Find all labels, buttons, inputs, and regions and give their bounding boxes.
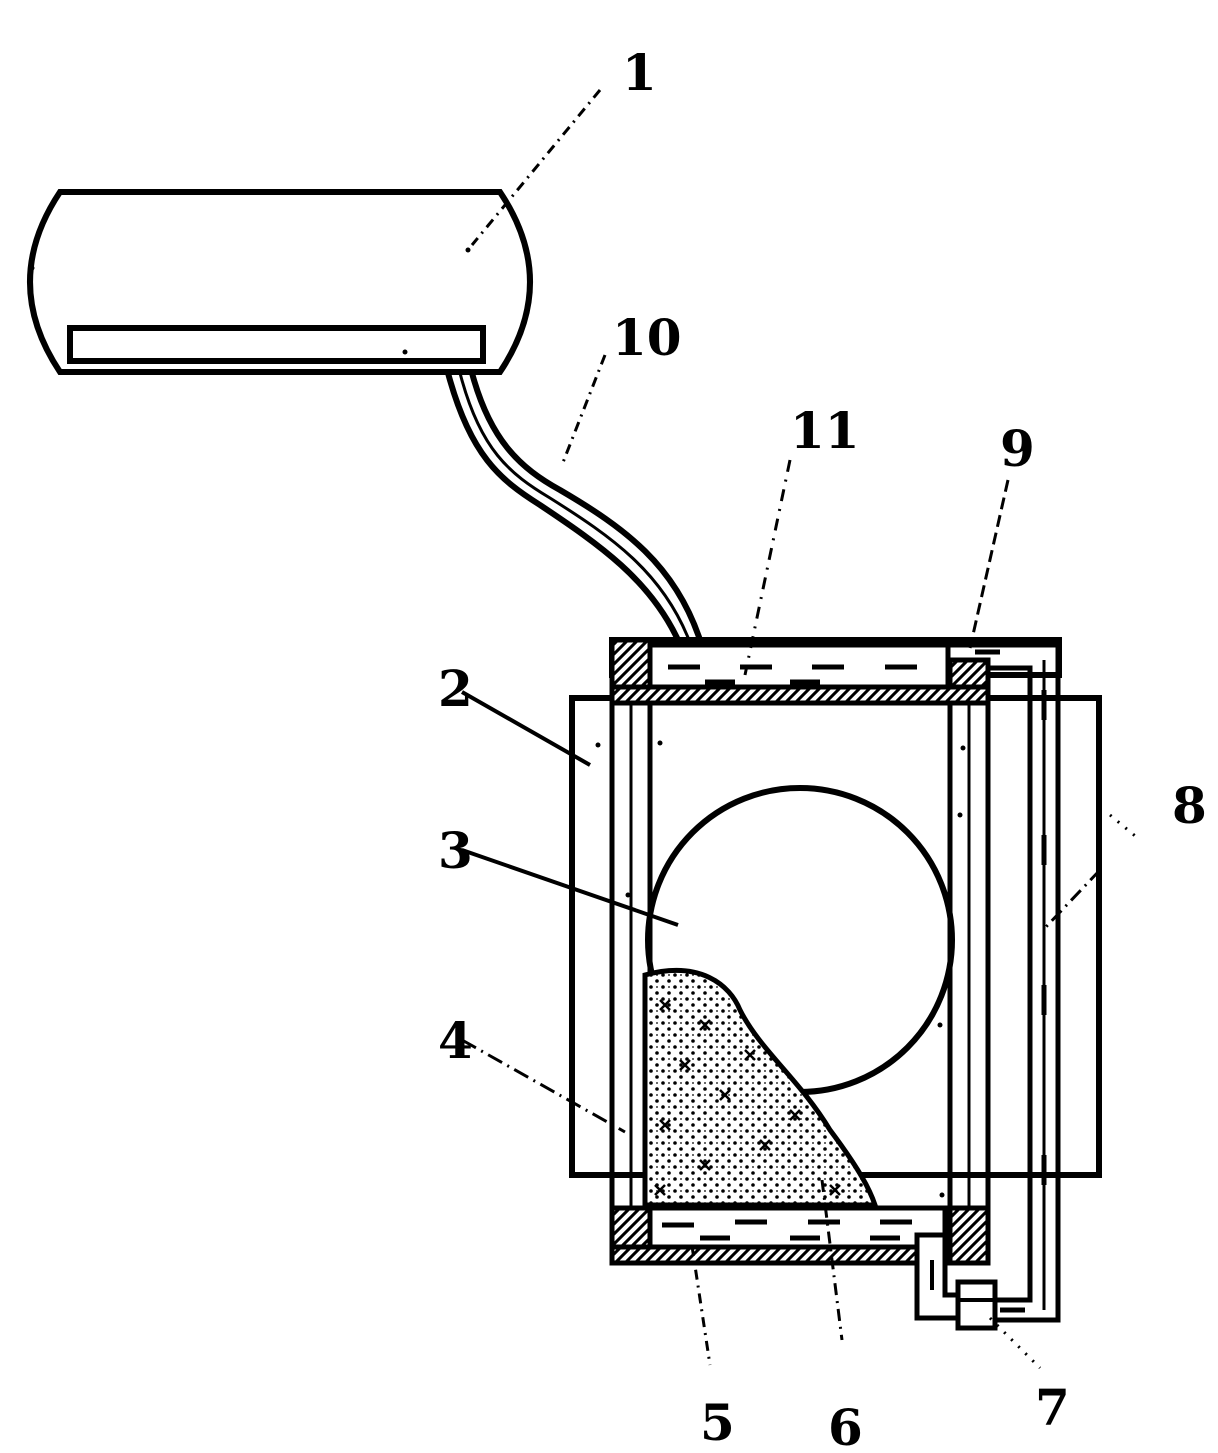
- air-conditioner-unit: [27, 189, 533, 375]
- label-3: 3: [438, 821, 473, 880]
- label-11: 11: [790, 401, 860, 460]
- label-9: 9: [1000, 419, 1035, 478]
- upper-partition: [609, 684, 991, 706]
- pipe-flow-dashes: [975, 649, 1047, 1313]
- main-body: [595, 637, 1062, 1266]
- label-5: 5: [700, 1393, 735, 1452]
- air-vent-slot: [67, 325, 486, 364]
- return-pipe: [950, 642, 1061, 1323]
- drain-hose: [445, 372, 703, 643]
- label-1: 1: [622, 43, 657, 102]
- leader-lines: [461, 89, 1141, 1370]
- upper-water-dashes: [668, 664, 917, 685]
- bottom-right-seal: [947, 1205, 991, 1266]
- pump-valve: [914, 1235, 998, 1331]
- lower-water-dashes: [662, 1219, 912, 1241]
- label-6: 6: [828, 1398, 863, 1453]
- part-labels: 1 10 11 9 2 8 3 4 5 6 7: [438, 43, 1207, 1453]
- label-7: 7: [1035, 1378, 1070, 1437]
- laundry-load: [642, 968, 879, 1208]
- label-2: 2: [438, 659, 473, 718]
- label-8: 8: [1172, 776, 1207, 835]
- lower-water-tray: [647, 1205, 948, 1250]
- label-10: 10: [612, 308, 682, 367]
- label-4: 4: [438, 1011, 473, 1070]
